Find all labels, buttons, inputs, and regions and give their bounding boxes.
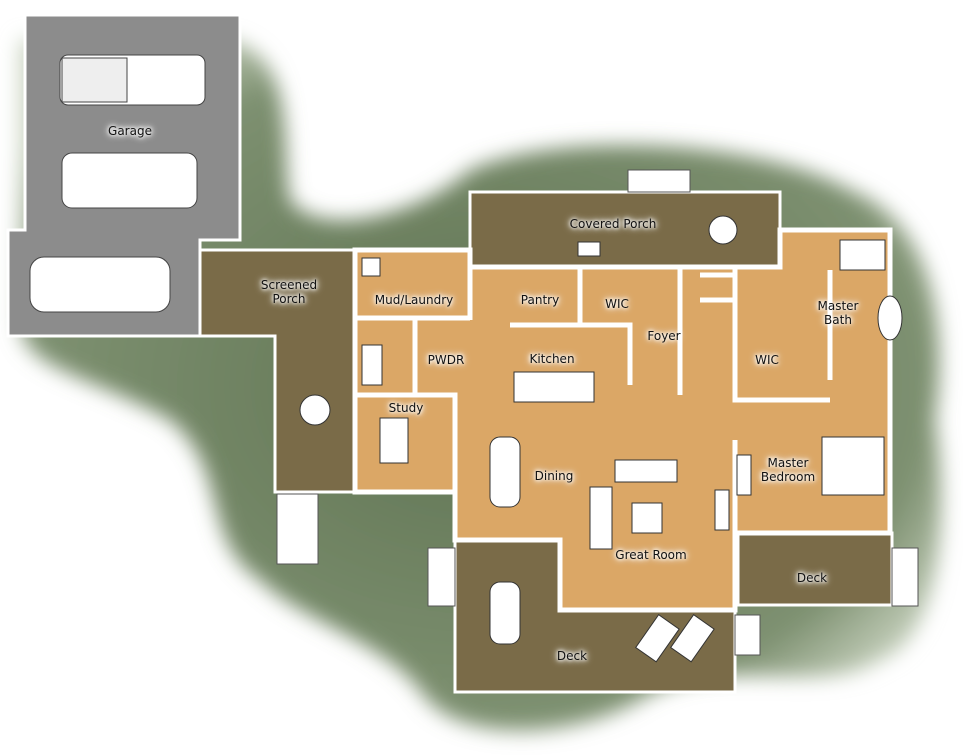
room-label-great-room: Great Room [615,548,687,562]
right-deck-area [736,531,894,607]
room-label-pantry: Pantry [520,293,560,307]
room-label-wic-master: WIC [755,353,779,367]
deck-steps-bottom [734,614,761,656]
room-label-pwdr: PWDR [427,353,465,367]
room-label-foyer: Foyer [647,329,681,343]
room-label-dining: Dining [534,469,574,483]
porch-stairs [276,493,319,565]
deck-steps-right [891,547,919,607]
room-label-deck-bottom: Deck [556,649,588,663]
deck-steps-left [427,547,456,607]
room-label-deck-right: Deck [796,571,828,585]
room-label-master-bedroom: Master Bedroom [760,456,816,484]
room-label-screened-porch: Screened Porch [260,278,318,306]
room-label-kitchen: Kitchen [529,352,575,366]
room-label-garage: Garage [108,124,152,138]
car-pickup [59,54,206,106]
room-label-wic: WIC [605,297,629,311]
covered-porch-steps [627,169,691,193]
interior-walls [355,267,833,533]
car-sedan [29,256,171,313]
room-label-master-bath: Master Bath [817,299,859,327]
room-label-study: Study [388,401,424,415]
room-label-covered-porch: Covered Porch [569,217,657,231]
furniture [299,215,903,663]
car-suv [61,152,198,209]
room-label-mud-laundry: Mud/Laundry [374,293,454,307]
